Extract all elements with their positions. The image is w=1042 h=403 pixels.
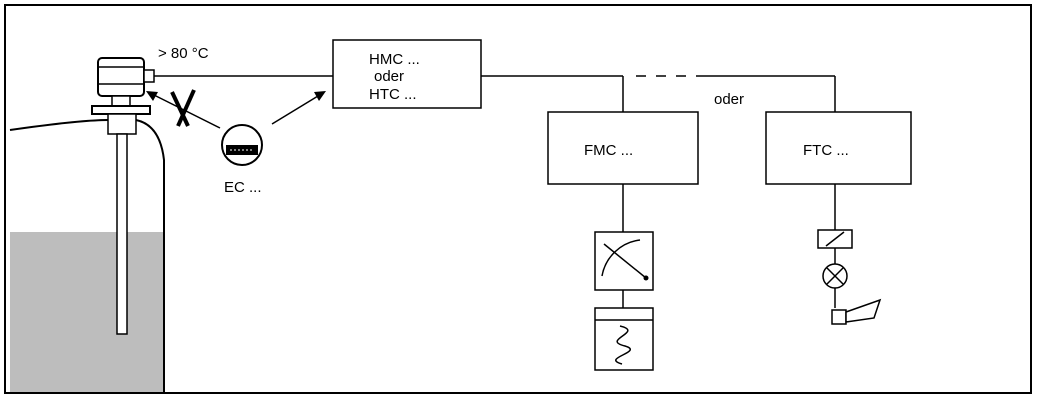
probe-neck <box>111 95 131 107</box>
probe-nozzle <box>107 113 137 135</box>
ec-device: EC ... <box>221 124 263 196</box>
ec-to-hmc-arrow <box>271 91 326 125</box>
tank <box>9 119 165 392</box>
tank-liquid <box>10 232 164 392</box>
ftc-label: FTC ... <box>803 142 849 159</box>
fmc-label: FMC ... <box>584 142 633 159</box>
recorder-icon <box>594 307 654 371</box>
temperature-label: > 80 °C <box>158 45 209 62</box>
cross-mark <box>170 91 190 127</box>
ftc-box: FTC ... <box>765 111 912 230</box>
lamp-icon <box>822 263 848 308</box>
level-probe <box>91 57 155 335</box>
tank-wall-right <box>135 119 165 392</box>
hmc-htc-box: HMC ... oder HTC ... <box>332 39 482 109</box>
probe-rod <box>116 133 128 335</box>
bus-line: oder <box>481 75 836 112</box>
horn-icon <box>831 298 882 325</box>
probe-housing <box>97 57 145 97</box>
meter-icon <box>594 231 654 308</box>
oder-label: oder <box>714 91 744 108</box>
htc-label: HTC ... <box>369 86 417 103</box>
relay-icon <box>817 229 853 264</box>
tank-wall <box>9 119 109 131</box>
hmc-oder-label: oder <box>374 68 404 85</box>
fmc-box: FMC ... <box>547 111 699 232</box>
not-permitted-arrow <box>146 89 221 129</box>
probe-cable-gland <box>143 69 155 83</box>
hmc-label: HMC ... <box>369 51 420 68</box>
probe-flange <box>91 105 151 115</box>
diagram-frame <box>4 4 1032 394</box>
ec-label: EC ... <box>224 179 262 196</box>
